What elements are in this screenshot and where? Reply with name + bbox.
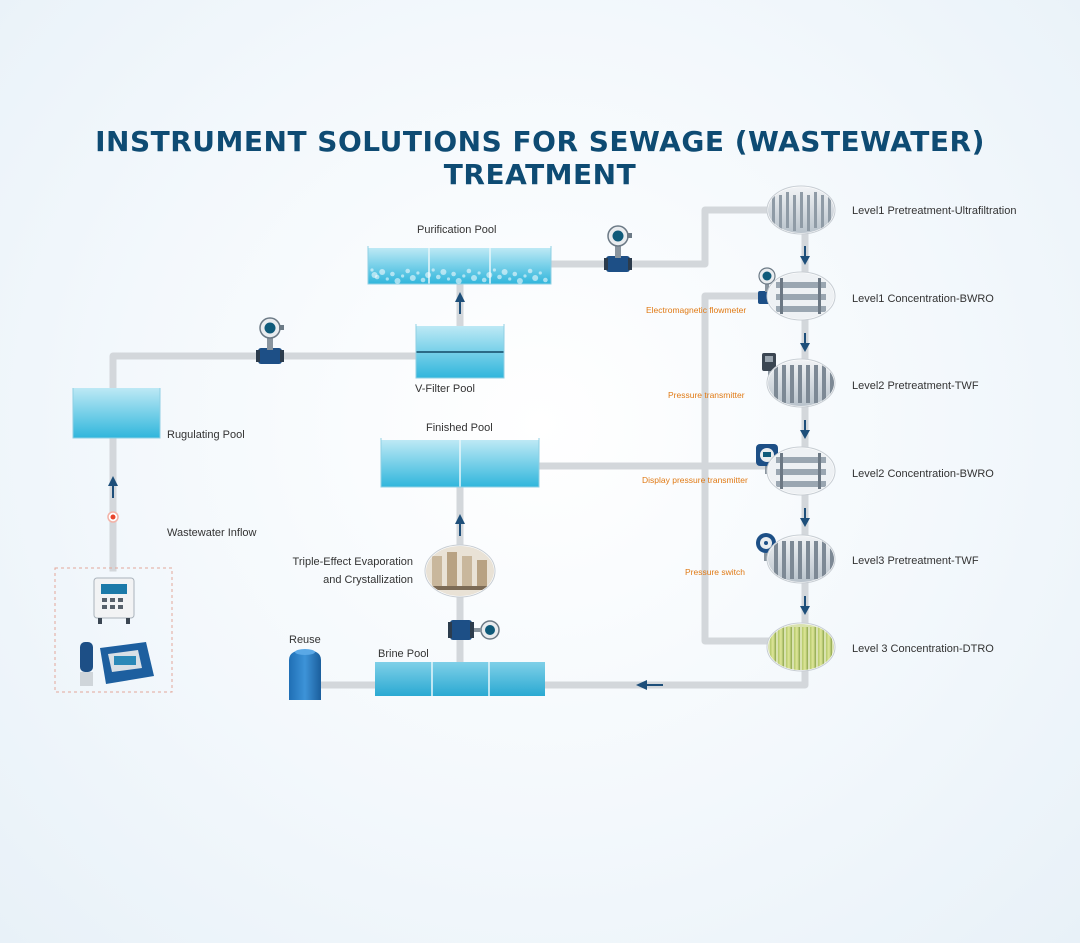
rugulating-pool-tank — [72, 388, 161, 439]
stage-label-1: Level1 Pretreatment-Ultrafiltration — [852, 205, 1017, 217]
page-title: INSTRUMENT SOLUTIONS FOR SEWAGE (WASTEWA… — [95, 125, 985, 191]
electromagnetic-flowmeter-icon — [256, 317, 284, 364]
display-pressure-transmitter-label: Display pressure transmitter — [642, 475, 748, 485]
level-meter-device-box — [54, 567, 173, 693]
treatment-equipment-icon — [766, 622, 836, 672]
ultrasonic-level-meter-icon — [80, 577, 154, 686]
stage-label-4: Level2 Concentration-BWRO — [852, 468, 994, 480]
treatment-equipment-icon — [766, 358, 836, 408]
purification-pool-label: Purification Pool — [417, 224, 497, 236]
purification-pool-tank — [367, 246, 552, 285]
rugulating-pool-label: Rugulating Pool — [167, 429, 245, 441]
v-filter-pool-tank — [415, 324, 505, 379]
evaporation-label-line1: Triple-Effect Evaporation — [292, 556, 413, 568]
reuse-label: Reuse — [289, 634, 321, 646]
stage-label-3: Level2 Pretreatment-TWF — [852, 380, 979, 392]
flowmeter-label: Electromagnetic flowmeter — [646, 305, 747, 315]
electromagnetic-flowmeter-icon — [604, 225, 632, 272]
flow-arrows — [108, 246, 810, 690]
v-filter-pool-label: V-Filter Pool — [415, 383, 475, 395]
pressure-transmitter-label: Pressure transmitter — [668, 390, 745, 400]
stage-label-5: Level3 Pretreatment-TWF — [852, 555, 979, 567]
finished-pool-label: Finished Pool — [426, 422, 493, 434]
stage-label-2: Level1 Concentration-BWRO — [852, 293, 994, 305]
brine-pool-label: Brine Pool — [378, 648, 429, 660]
stage-label-6: Level 3 Concentration-DTRO — [852, 643, 994, 655]
wastewater-inflow-label: Wastewater Inflow — [167, 527, 257, 539]
evaporation-equipment-icon — [424, 544, 496, 598]
brine-pool-tank — [375, 662, 545, 696]
storage-tank-icon — [289, 649, 321, 700]
evaporation-label-line2: and Crystallization — [323, 574, 413, 586]
electromagnetic-flowmeter-icon — [448, 620, 500, 640]
treatment-equipment-icon — [766, 446, 836, 496]
finished-pool-tank — [380, 438, 540, 488]
inflow-sensor-point — [107, 511, 119, 523]
treatment-equipment-icon — [766, 271, 836, 321]
treatment-equipment-icon — [766, 185, 836, 235]
treatment-equipment-icon — [766, 534, 836, 584]
pressure-switch-label: Pressure switch — [685, 567, 745, 577]
